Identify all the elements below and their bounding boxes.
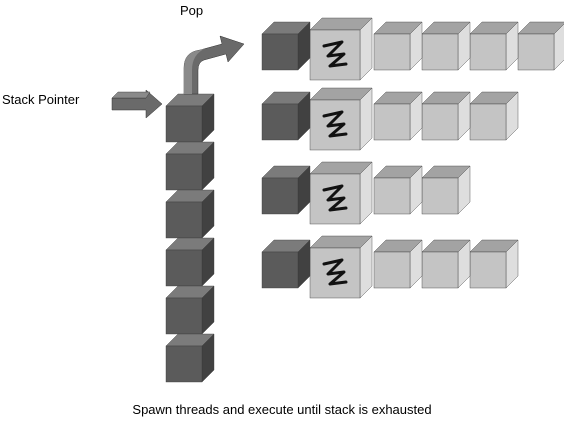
thread-squiggle-icon <box>322 184 348 212</box>
stack-pointer-label: Stack Pointer <box>2 92 80 107</box>
arrows <box>111 35 245 119</box>
thread-head-block <box>309 161 373 225</box>
stack-block <box>165 237 215 287</box>
thread-rows <box>261 17 564 299</box>
thread-tail-block <box>421 21 471 71</box>
thread-tail-block <box>469 239 519 289</box>
thread-squiggle-icon <box>322 40 348 68</box>
thread-head-block <box>309 17 373 81</box>
thread-tail-block <box>421 165 471 215</box>
stack-block <box>165 141 215 191</box>
pop-arrow <box>183 35 245 95</box>
thread-head-block <box>309 87 373 151</box>
thread-tail-block <box>421 91 471 141</box>
thread-tail-block <box>517 21 564 71</box>
thread-tail-block <box>373 21 423 71</box>
stack-pointer-arrow <box>111 89 163 119</box>
thread-lead-block <box>261 91 311 141</box>
thread-lead-block <box>261 165 311 215</box>
thread-tail-block <box>421 239 471 289</box>
thread-tail-block <box>469 91 519 141</box>
thread-squiggle-icon <box>322 258 348 286</box>
stack-block <box>165 189 215 239</box>
pop-label: Pop <box>180 3 204 18</box>
thread-lead-block <box>261 239 311 289</box>
thread-head-block <box>309 235 373 299</box>
stack-block <box>165 285 215 335</box>
thread-tail-block <box>373 91 423 141</box>
thread-row <box>261 161 471 225</box>
thread-tail-block <box>373 239 423 289</box>
thread-tail-block <box>373 165 423 215</box>
thread-row <box>261 235 519 299</box>
thread-tail-block <box>469 21 519 71</box>
thread-lead-block <box>261 21 311 71</box>
caption: Spawn threads and execute until stack is… <box>132 402 432 417</box>
thread-row <box>261 17 564 81</box>
stack-column <box>165 93 215 383</box>
stack-block <box>165 93 215 143</box>
thread-row <box>261 87 519 151</box>
stack-block <box>165 333 215 383</box>
thread-squiggle-icon <box>322 110 348 138</box>
